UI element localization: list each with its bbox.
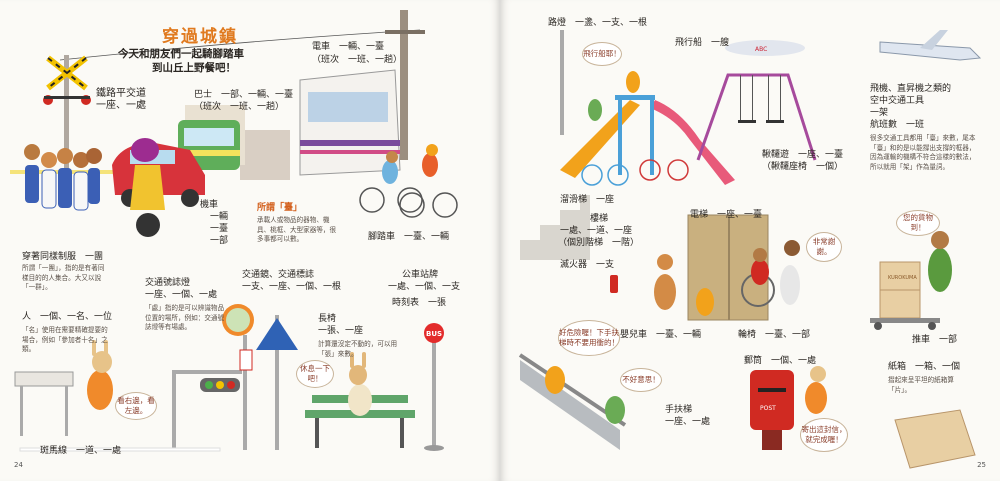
label-bench-2: 一張、一座 [318,326,364,336]
label-stroller: 嬰兒車 一臺、一輛 [620,330,702,340]
label-lamp: 路燈 一盞、一支、一根 [548,18,648,28]
speech-bubble-thanks: 非常謝謝。 [806,232,842,262]
label-motorbike-4: 一部 [210,236,229,246]
note-person: 「名」使用在需要精確提要的場合，例如「參加者十名」之類。 [22,326,108,353]
left-scene-illustration [10,10,458,452]
intro-line-2: 到山丘上野餐吧！ [152,62,236,74]
intro-line-1: 今天和朋友們一起騎腳踏車 [118,48,244,60]
note-aircraft: 很多交通工具都用「臺」來數，尾本「臺」和的是以能撐出支撐的框器，因為運輸的機構不… [870,134,976,171]
label-tram-1: 電車 一輛、一臺 [312,42,385,52]
page-number-right: 25 [977,461,986,469]
page-title: 穿過城鎮 [162,27,238,47]
label-bench-1: 長椅 [318,314,337,324]
label-aircraft-3: 一架 [870,108,889,118]
label-mirror-1: 交通鏡、交通標誌 [242,270,315,280]
label-extinguisher: 滅火器 一支 [560,260,615,270]
label-bicycle: 腳踏車 一臺、一輛 [368,232,450,242]
label-zebra: 斑馬線 一道、一處 [40,446,122,456]
label-signal-1: 交通號誌燈 [145,278,191,288]
label-signal-2: 一座、一個、一處 [145,290,218,300]
label-tram-2: （班次 一班、一趟） [312,55,403,65]
label-swing-1: 鞦韆遊 一座、一臺 [762,150,844,160]
label-aircraft-2: 空中交通工具 [870,96,925,106]
bus-sign-text: BUS [426,330,443,338]
label-stairs-3: （個別階梯 一階） [558,238,640,248]
right-scene-illustration [518,30,982,469]
speech-bubble-fly: 飛行船耶！ [582,42,622,66]
label-timetable: 時刻表 一張 [392,298,447,308]
label-crossing-2: 一座、一處 [96,100,146,111]
label-escalator-2: 一座、一處 [665,417,711,427]
note-bench: 計算還沒定不動的，可以用「張」來數。 [318,340,398,358]
label-airship: 飛行船 一艘 [675,38,730,48]
label-team: 穿著同樣制服 一團 [22,252,104,262]
label-mirror-2: 一支、一座、一個、一根 [242,282,342,292]
speech-bubble-mail: 寄出這封信，就完成喔！ [800,418,848,452]
label-busstop-1: 公車站牌 [402,270,439,280]
label-escalator-1: 手扶梯 [665,405,693,415]
speech-bubble-sorry: 不好意思！ [620,368,662,392]
label-handcart: 推車 一部 [912,335,958,345]
label-elevator: 電梯 一座、一臺 [690,210,763,220]
label-bus-2: （班次 一班、一趟） [194,102,285,112]
label-busstop-2: 一處、一個、一支 [388,282,461,292]
speech-bubble-look: 看右邊，看左邊。 [115,392,157,420]
left-page: 穿過城鎮 今天和朋友們一起騎腳踏車 到山丘上野餐吧！ 鐵路平交道 一座、一處 巴… [0,0,500,481]
label-aircraft-1: 飛機、直昇機之類的 [870,84,952,94]
label-box: 紙箱 一箱、一個 [888,362,961,372]
blimp-text: ABC [755,46,768,53]
label-motorbike-1: 機車 [200,200,219,210]
right-page: 路燈 一盞、一支、一根 飛行船 一艘 ABC 飛機、直昇機之類的 空中交通工具 … [500,0,1000,481]
label-bus-1: 巴士 一部、一輛、一臺 [194,90,294,100]
label-slide: 溜滑梯 一座 [560,195,615,205]
label-postbox: 郵筒 一個、一處 [744,356,817,366]
label-aircraft-4: 航班數 一班 [870,120,925,130]
note-team: 所謂「一團」，指的是有著同樣目的的人集合。大又以說「一群」。 [22,264,105,291]
speech-bubble-delivery: 您的貨物到！ [896,210,940,236]
label-motorbike-2: 一輛 [210,212,229,222]
box-brand-text: KUROKUMA [888,275,917,281]
label-swing-2: （鞦韆座椅 一個） [762,162,844,172]
label-motorbike-3: 一臺 [210,224,229,234]
speech-bubble-rest: 休息一下吧！ [296,360,334,388]
label-stairs-2: 一處、一道、一座 [560,226,633,236]
note-signal: 「處」指的是可以辨識物品位置的場所，例如：交通號誌燈等有場處。 [145,304,225,331]
suo-wei-text: 承載人或物品的器物、機具、桃框、大型家器等，很多事都可以數。 [257,216,337,243]
speech-bubble-escalator-warning: 好危險喔！下手扶梯時不要用衝的！ [558,320,620,356]
label-crossing-1: 鐵路平交道 [96,88,146,99]
suo-wei-title: 所謂「臺」 [257,203,303,213]
note-box: 摺起來呈平坦的紙箱算「片」。 [888,376,954,394]
page-number-left: 24 [14,461,23,469]
post-text: POST [760,405,776,412]
label-wheelchair: 輪椅 一臺、一部 [738,330,811,340]
label-stairs-1: 樓梯 [590,214,609,224]
label-person: 人 一個、一名、一位 [22,312,113,322]
